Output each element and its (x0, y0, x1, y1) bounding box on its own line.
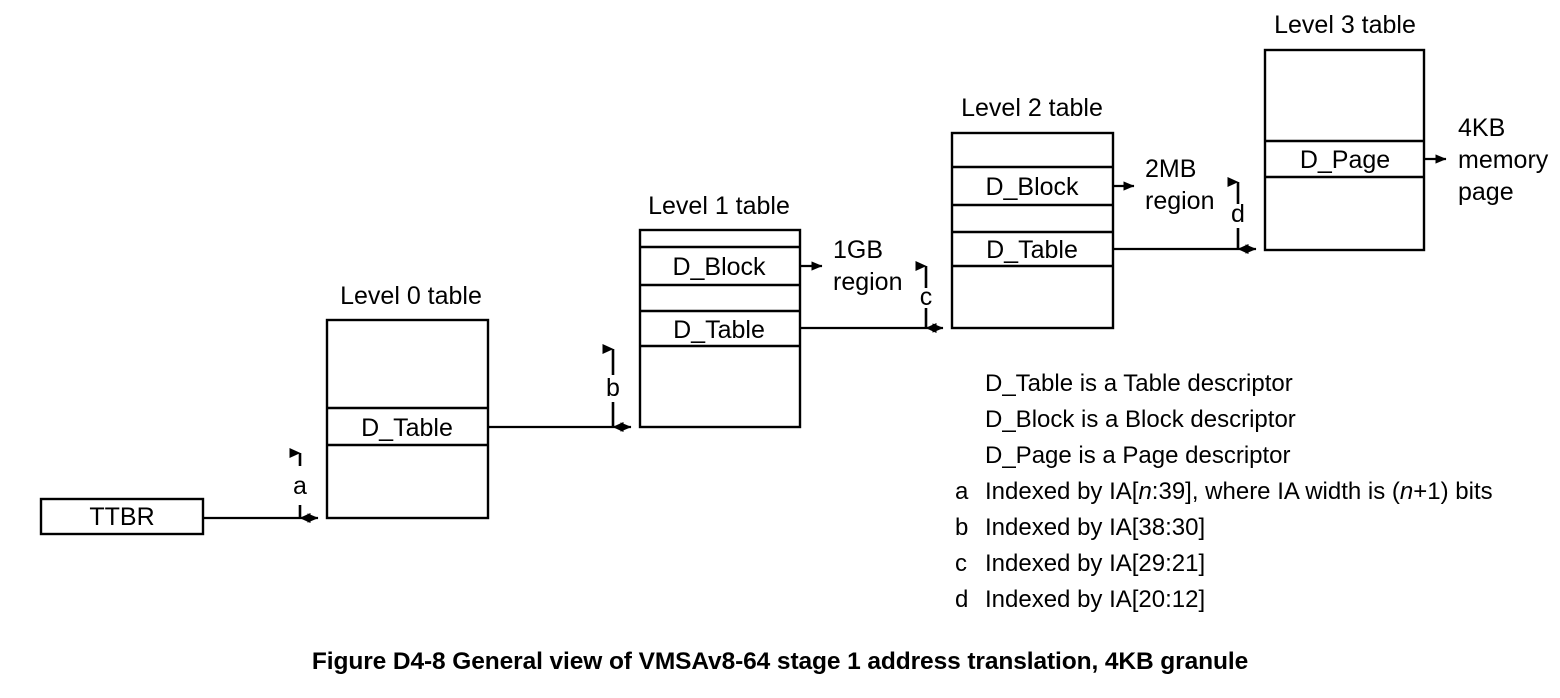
region-4kb-memory-page: 4KB memory page (1458, 114, 1549, 206)
dim-b-label: b (606, 374, 620, 402)
table-level0-title: Level 0 table (340, 282, 482, 310)
figure-caption: Figure D4-8 General view of VMSAv8-64 st… (311, 648, 1249, 675)
ttbr-label: TTBR (89, 503, 154, 531)
legend-descriptor-d-block: D_Block is a Block descriptor (985, 406, 1296, 433)
region-1gb-line2: region (833, 268, 903, 296)
region-4kb-line1: 4KB (1458, 114, 1505, 142)
legend-note-a-italic-n1: n (1138, 478, 1151, 505)
legend-key-a: a (955, 478, 969, 505)
region-2mb: 2MB region (1145, 155, 1215, 215)
table-level3-entry-d-page: D_Page (1300, 146, 1390, 174)
table-level1-title: Level 1 table (648, 192, 790, 220)
table-level1-entry-d-block: D_Block (672, 253, 766, 281)
region-4kb-line3: page (1458, 178, 1514, 206)
region-4kb-line2: memory (1458, 146, 1549, 174)
table-level0-box (325, 318, 490, 520)
table-level2-title: Level 2 table (961, 94, 1103, 122)
legend-descriptor-d-page: D_Page is a Page descriptor (985, 442, 1291, 469)
table-level2-entry-d-block: D_Block (985, 173, 1079, 201)
legend-index-notes: a Indexed by IA[n:39], where IA width is… (955, 478, 1493, 613)
legend-key-d: d (955, 586, 968, 613)
dimension-d: d (1227, 177, 1249, 254)
legend-note-a: Indexed by IA[n:39], where IA width is (… (985, 478, 1493, 505)
table-level2-box (950, 131, 1115, 330)
table-level0: Level 0 table D_Table (325, 282, 490, 520)
dim-a-label: a (293, 472, 307, 500)
dim-d-label: d (1231, 200, 1245, 228)
table-level2-entry-d-table: D_Table (986, 236, 1078, 264)
table-level1-entry-d-table: D_Table (673, 316, 765, 344)
legend-note-d: Indexed by IA[20:12] (985, 586, 1205, 613)
dim-c-label: c (920, 283, 933, 311)
legend-note-a-prefix: Indexed by IA[ (985, 478, 1139, 505)
table-level1: Level 1 table D_Block D_Table (638, 192, 802, 429)
table-level3-box (1263, 48, 1426, 252)
legend-key-b: b (955, 514, 968, 541)
legend-descriptors: D_Table is a Table descriptor D_Block is… (985, 370, 1296, 469)
legend-descriptor-d-table: D_Table is a Table descriptor (985, 370, 1293, 397)
legend-note-a-suffix: +1) bits (1413, 478, 1492, 505)
table-level2: Level 2 table D_Block D_Table (950, 94, 1115, 330)
table-level0-entry-d-table: D_Table (361, 414, 453, 442)
legend-key-c: c (955, 550, 967, 577)
legend-note-c: Indexed by IA[29:21] (985, 550, 1205, 577)
dimension-a: a (289, 448, 311, 523)
table-level3-title: Level 3 table (1274, 11, 1416, 39)
region-1gb-line1: 1GB (833, 236, 883, 264)
table-level3: Level 3 table D_Page (1263, 11, 1426, 252)
dimension-c: c (915, 261, 937, 333)
ttbr-box (39, 497, 205, 536)
region-1gb: 1GB region (833, 236, 903, 296)
ttbr-register: TTBR (39, 497, 205, 536)
legend-note-b: Indexed by IA[38:30] (985, 514, 1205, 541)
dimension-b: b (602, 344, 624, 432)
legend-note-a-mid: :39], where IA width is ( (1152, 478, 1400, 505)
region-2mb-line2: region (1145, 187, 1215, 215)
region-2mb-line1: 2MB (1145, 155, 1196, 183)
legend-note-a-italic-n2: n (1400, 478, 1413, 505)
